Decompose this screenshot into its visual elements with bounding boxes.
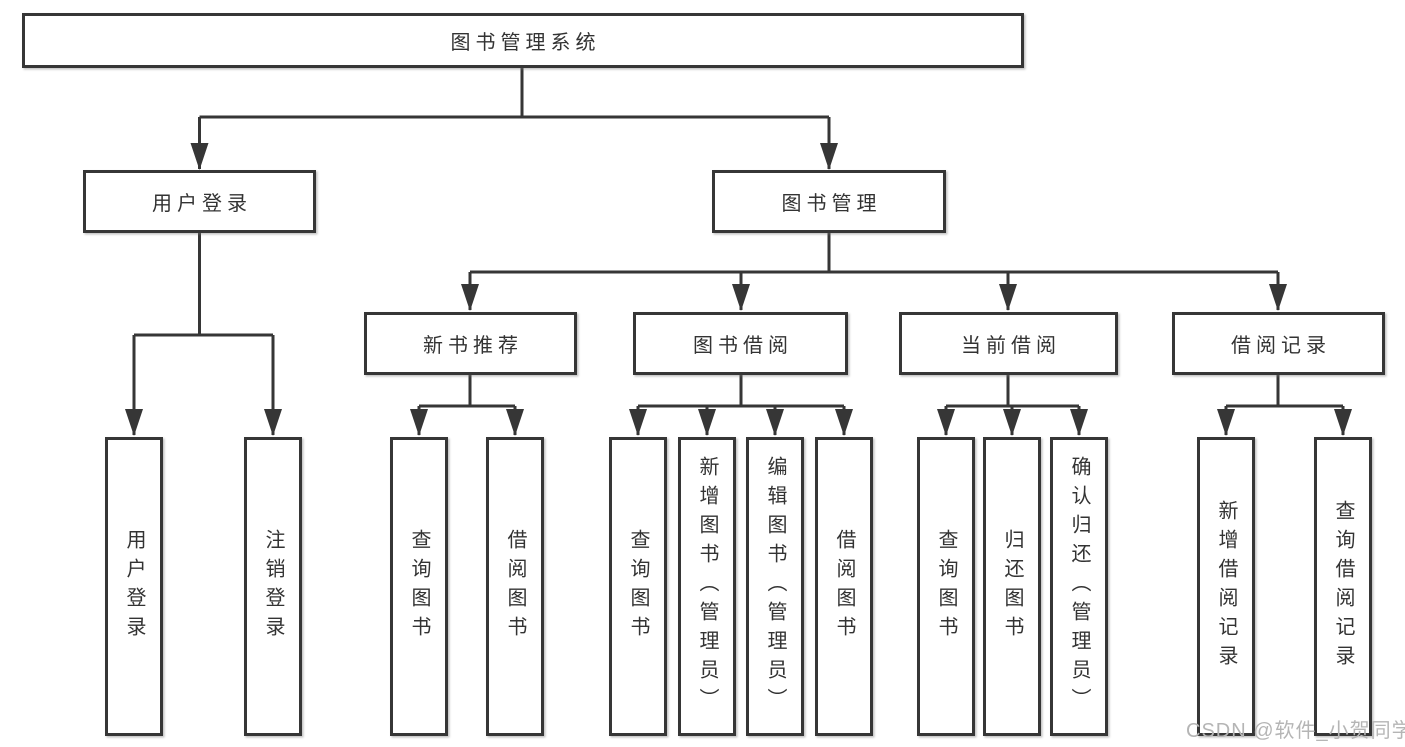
node-root-book-management-system: 图书管理系统 [22, 13, 1024, 68]
leaf-add-book-admin: 新增图书（管理员） [678, 437, 736, 736]
node-borrowing-records: 借阅记录 [1172, 312, 1385, 375]
leaf-return-book: 归还图书 [983, 437, 1041, 736]
leaf-query-borrow-record: 查询借阅记录 [1314, 437, 1372, 736]
leaf-user-login: 用户登录 [105, 437, 163, 736]
leaf-borrow-books-recommend: 借阅图书 [486, 437, 544, 736]
leaf-query-books-current: 查询图书 [917, 437, 975, 736]
csdn-watermark: CSDN @软件_小贺同学 [1186, 720, 1405, 742]
leaf-edit-book-admin: 编辑图书（管理员） [746, 437, 804, 736]
leaf-query-books-recommend: 查询图书 [390, 437, 448, 736]
leaf-confirm-return-admin: 确认归还（管理员） [1050, 437, 1108, 736]
node-current-borrowing: 当前借阅 [899, 312, 1118, 375]
node-user-login: 用户登录 [83, 170, 316, 233]
node-book-management: 图书管理 [712, 170, 946, 233]
node-book-borrowing: 图书借阅 [633, 312, 848, 375]
leaf-logout: 注销登录 [244, 437, 302, 736]
node-new-book-recommendation: 新书推荐 [364, 312, 577, 375]
leaf-borrow-books: 借阅图书 [815, 437, 873, 736]
leaf-add-borrow-record: 新增借阅记录 [1197, 437, 1255, 736]
leaf-query-books-borrow: 查询图书 [609, 437, 667, 736]
